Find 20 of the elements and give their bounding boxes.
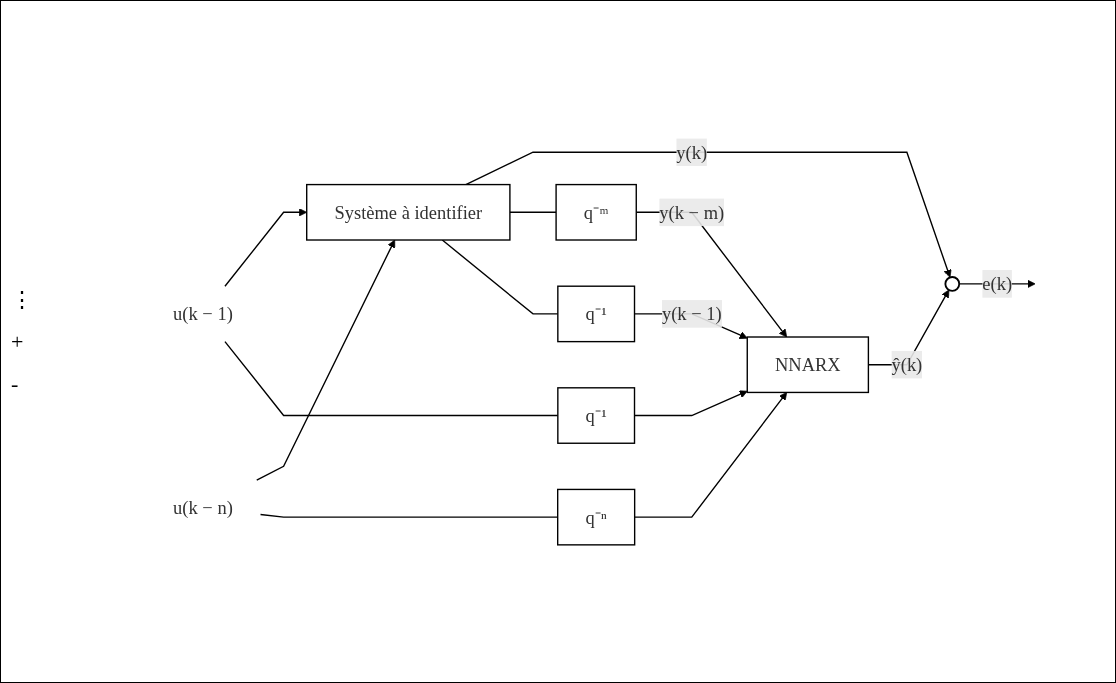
arrow xyxy=(465,151,952,278)
edge-label: y(k − m) xyxy=(659,202,725,223)
note-text: - xyxy=(11,370,20,397)
node-text: u(k − n) xyxy=(173,497,233,518)
node-box: NNARX xyxy=(746,336,870,393)
node-box: q⁻¹ xyxy=(557,285,636,343)
edge-label: y(k − 1) xyxy=(661,303,722,324)
node-text: u(k − 1) xyxy=(173,303,233,324)
node-circle xyxy=(944,275,961,292)
note-text: ⋮ xyxy=(11,286,34,313)
edge-label: e(k) xyxy=(982,273,1013,294)
arrow xyxy=(256,239,396,481)
note-text: + xyxy=(11,328,25,355)
node-box: q⁻¹ xyxy=(557,387,636,444)
node-box: q⁻ᵐ xyxy=(555,183,637,241)
edge-label: ŷ(k) xyxy=(891,354,923,375)
edge-label: y(k) xyxy=(676,141,708,163)
node-box: Système à identifier xyxy=(306,183,511,241)
connector xyxy=(509,211,557,213)
node-box: q⁻ⁿ xyxy=(557,488,636,546)
